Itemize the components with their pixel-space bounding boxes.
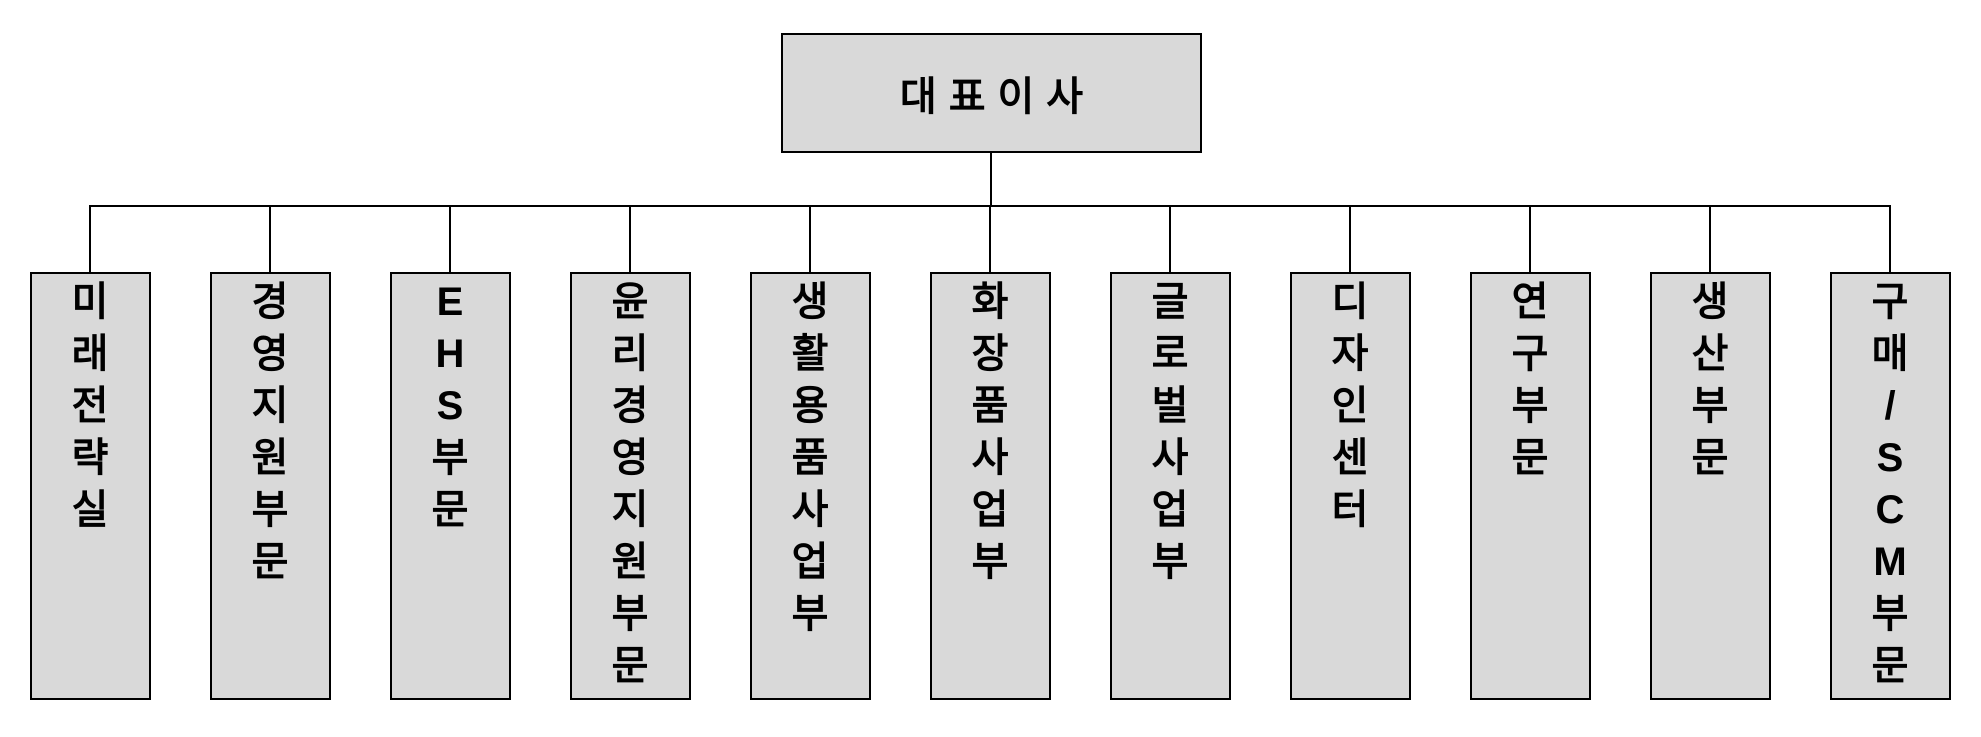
org-box-char: 센: [1331, 436, 1369, 480]
org-box-char: 디: [1331, 280, 1369, 324]
org-box-char: 경: [611, 384, 649, 428]
org-box-char: 업: [791, 540, 829, 584]
org-box-char: 원: [611, 540, 649, 584]
org-box-char: 지: [611, 488, 649, 532]
org-box-char: 부: [1691, 384, 1729, 428]
org-box-char: 용: [791, 384, 829, 428]
org-box-char: 생: [791, 280, 829, 324]
org-box-char: E: [436, 280, 464, 324]
org-box-char: 전: [71, 384, 109, 428]
org-box-char: 사: [791, 488, 829, 532]
org-box-char: 부: [1871, 592, 1909, 636]
org-box-char: 로: [1151, 332, 1189, 376]
org-box-char: 영: [611, 436, 649, 480]
org-box-char: S: [1876, 436, 1904, 480]
org-box-char: 경: [251, 280, 289, 324]
org-box-char: 영: [251, 332, 289, 376]
org-box-char: 략: [71, 436, 109, 480]
org-box-char: 부: [791, 592, 829, 636]
org-box-char: 구: [1511, 332, 1549, 376]
org-box-char: 터: [1331, 488, 1369, 532]
org-box-char: 부: [611, 592, 649, 636]
org-box-char: 벌: [1151, 384, 1189, 428]
org-box-char: 문: [1871, 644, 1909, 688]
org-box-char: 생: [1691, 280, 1729, 324]
org-box-char: 산: [1691, 332, 1729, 376]
org-box-char: 부: [1151, 540, 1189, 584]
org-box-root-label: 대표이사: [899, 75, 1096, 119]
org-box-char: C: [1875, 488, 1905, 532]
org-box-char: 문: [1511, 436, 1549, 480]
org-box-char: 문: [611, 644, 649, 688]
org-box-char: 품: [791, 436, 829, 480]
org-box-char: 부: [1511, 384, 1549, 428]
org-box-char: 윤: [611, 280, 649, 324]
org-box-char: 업: [971, 488, 1009, 532]
org-box-char: 업: [1151, 488, 1189, 532]
org-box-char: 부: [251, 488, 289, 532]
org-box-char: 리: [611, 332, 649, 376]
org-box-char: 사: [971, 436, 1009, 480]
org-box-char: 인: [1331, 384, 1369, 428]
org-box-char: /: [1884, 384, 1896, 428]
org-box-char: 래: [71, 332, 109, 376]
org-box-char: 장: [971, 332, 1009, 376]
org-box-char: S: [436, 384, 464, 428]
org-box-char: 화: [971, 280, 1009, 324]
org-box-char: 글: [1151, 280, 1189, 324]
org-box-char: M: [1873, 540, 1907, 584]
org-box-char: 문: [1691, 436, 1729, 480]
org-box-char: 미: [71, 280, 109, 324]
org-box-char: 매: [1871, 332, 1909, 376]
org-box-char: 활: [791, 332, 829, 376]
org-box-char: 지: [251, 384, 289, 428]
org-box-char: 구: [1871, 280, 1909, 324]
org-box-char: 실: [71, 488, 109, 532]
org-box-char: 부: [431, 436, 469, 480]
org-box-root: 대표이사: [781, 33, 1202, 153]
org-box-char: 품: [971, 384, 1009, 428]
org-box-char: 원: [251, 436, 289, 480]
org-box-char: 사: [1151, 436, 1189, 480]
org-box-char: 부: [971, 540, 1009, 584]
org-box-char: 연: [1511, 280, 1549, 324]
org-box-char: 문: [431, 488, 469, 532]
org-box-char: 자: [1331, 332, 1369, 376]
org-box-char: 문: [251, 540, 289, 584]
org-box-char: H: [435, 332, 465, 376]
